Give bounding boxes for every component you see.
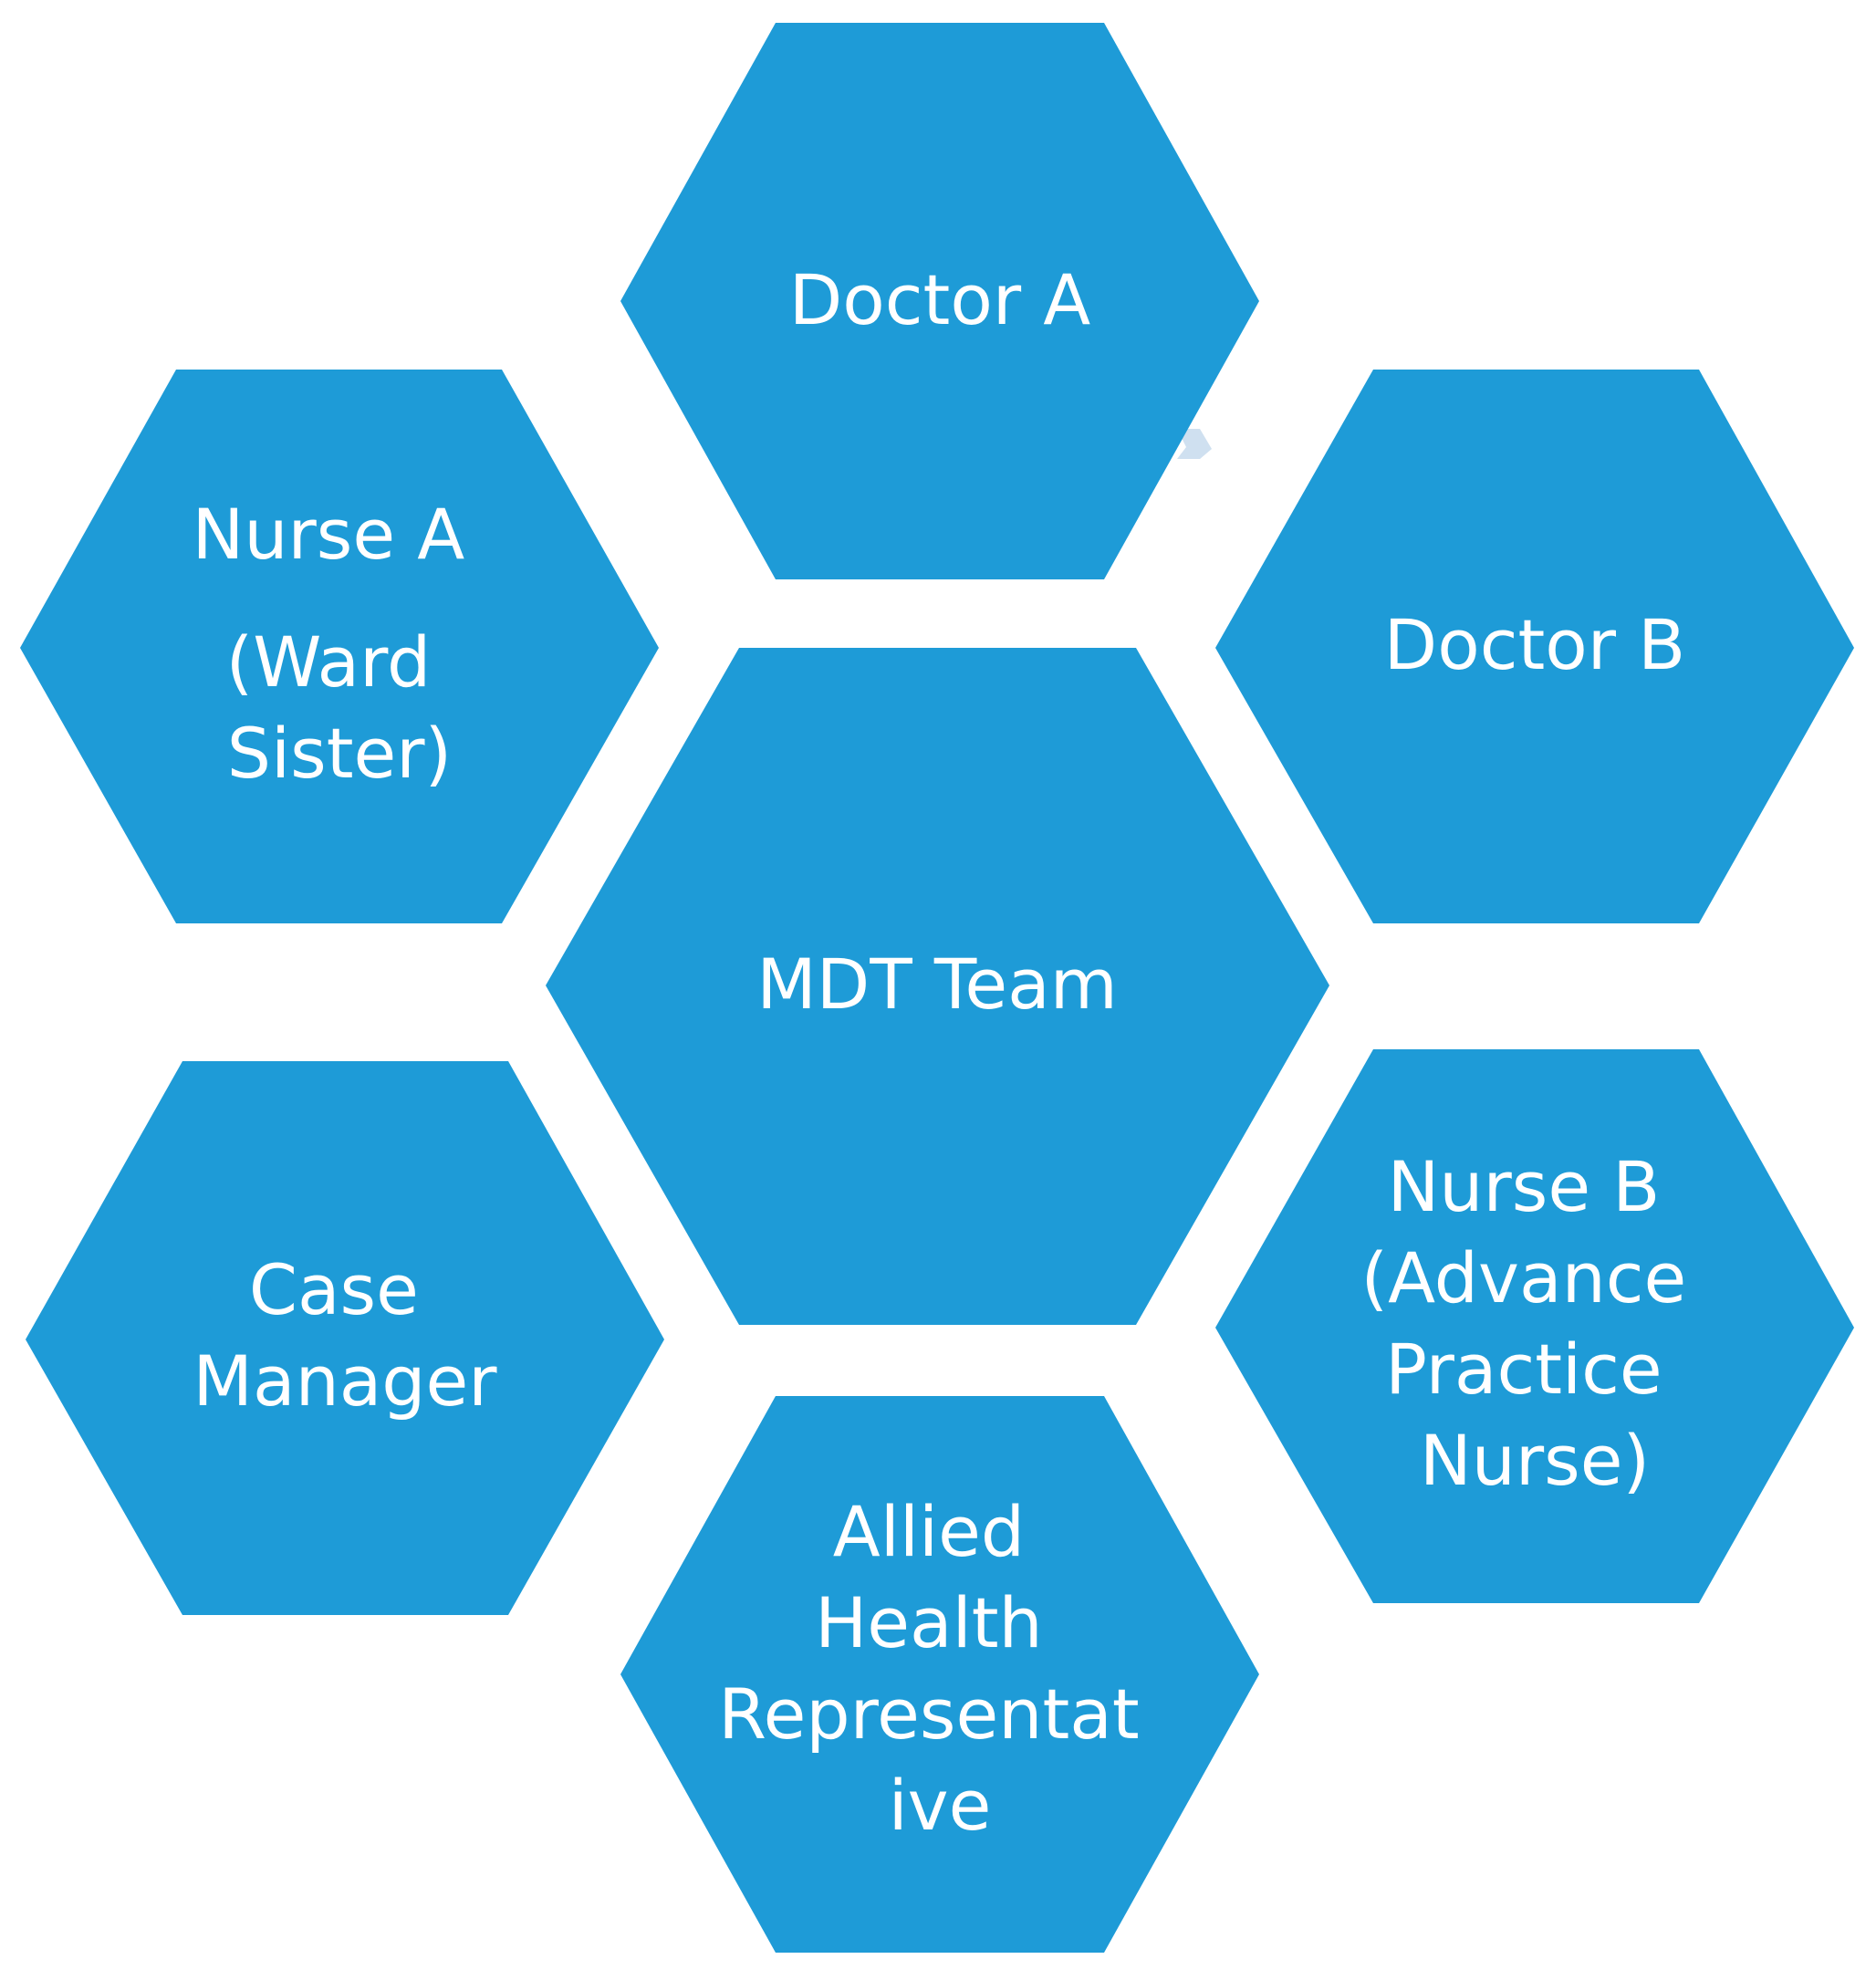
- hexagon-nurse-a-line-1: Nurse A: [193, 494, 465, 575]
- hexagon-doctor-b-label: Doctor B: [1384, 604, 1686, 685]
- hexagon-allied-health: Allied Health Representat ive: [620, 1396, 1259, 1953]
- hexagon-allied-health-line-2: Health: [815, 1582, 1043, 1663]
- hexagon-mdt-team-center: MDT Team: [546, 648, 1329, 1325]
- hexagon-allied-health-line-3: Representat: [718, 1673, 1139, 1755]
- hexagon-case-manager: Case Manager: [26, 1061, 664, 1615]
- hexagon-nurse-b: Nurse B (Advance Practice Nurse): [1215, 1049, 1854, 1603]
- hexagon-doctor-a: Doctor A: [620, 23, 1259, 579]
- hexagon-nurse-a-label: Nurse A (Ward Sister): [193, 494, 487, 794]
- hexagon-allied-health-line-4: ive: [889, 1765, 992, 1846]
- hexagon-nurse-a-line-3: Sister): [227, 713, 452, 794]
- hexagon-allied-health-line-1: Allied: [833, 1491, 1025, 1572]
- hexagon-allied-health-label: Allied Health Representat ive: [718, 1491, 1162, 1846]
- hexagon-doctor-a-line-1: Doctor A: [789, 259, 1091, 340]
- hexagon-case-manager-line-2: Manager: [193, 1340, 497, 1422]
- hexagon-nurse-b-label: Nurse B (Advance Practice Nurse): [1361, 1146, 1709, 1501]
- hexagon-nurse-a: Nurse A (Ward Sister): [20, 370, 659, 923]
- hexagon-nurse-b-line-4: Nurse): [1420, 1420, 1650, 1501]
- hexagon-mdt-team-label: MDT Team: [756, 943, 1118, 1025]
- hexagon-nurse-b-line-3: Practice: [1385, 1329, 1662, 1410]
- hexagon-case-manager-line-1: Case: [249, 1249, 419, 1330]
- hexagon-doctor-a-label: Doctor A: [789, 259, 1091, 340]
- hexagon-nurse-b-line-2: (Advance: [1361, 1237, 1687, 1318]
- hexagon-doctor-b-line-1: Doctor B: [1384, 604, 1686, 685]
- hexagon-mdt-team-line-1: MDT Team: [756, 943, 1118, 1025]
- hexagon-case-manager-label: Case Manager: [193, 1249, 497, 1422]
- hexagon-doctor-b: Doctor B: [1215, 370, 1854, 923]
- hexagon-nurse-b-line-1: Nurse B: [1387, 1146, 1660, 1227]
- connector-fragment: [1177, 429, 1212, 459]
- hexagon-nurse-a-line-2: (Ward: [226, 621, 432, 703]
